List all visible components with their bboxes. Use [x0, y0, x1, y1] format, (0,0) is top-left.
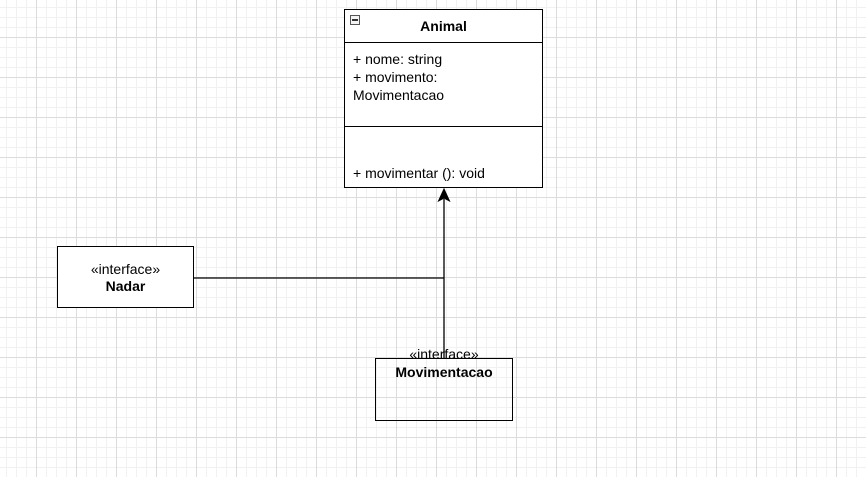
class-animal-operations[interactable]: + movimentar (): void [345, 127, 542, 187]
interface-movimentacao[interactable]: «interface» Movimentacao [375, 346, 513, 421]
interface-nadar[interactable]: «interface» Nadar [57, 246, 194, 308]
attribute-nome[interactable]: + nome: string [353, 51, 443, 67]
class-animal-attributes[interactable]: + nome: string + movimento: Movimentacao [345, 43, 542, 127]
attribute-movimento-type[interactable]: Movimentacao [353, 87, 445, 103]
operation-movimentar[interactable]: + movimentar (): void [353, 165, 485, 181]
arrow-head-icon [437, 187, 451, 203]
collapse-icon[interactable] [350, 15, 360, 25]
class-animal-name: Animal [345, 10, 542, 43]
attribute-movimento[interactable]: + movimento: [353, 69, 438, 85]
interface-movimentacao-name: Movimentacao [395, 364, 493, 380]
interface-nadar-stereotype: «interface» [90, 261, 161, 277]
interface-nadar-name: Nadar [105, 278, 146, 294]
class-animal[interactable]: Animal + nome: string + movimento: Movim… [344, 9, 543, 188]
interface-movimentacao-stereotype: «interface» [409, 346, 479, 362]
